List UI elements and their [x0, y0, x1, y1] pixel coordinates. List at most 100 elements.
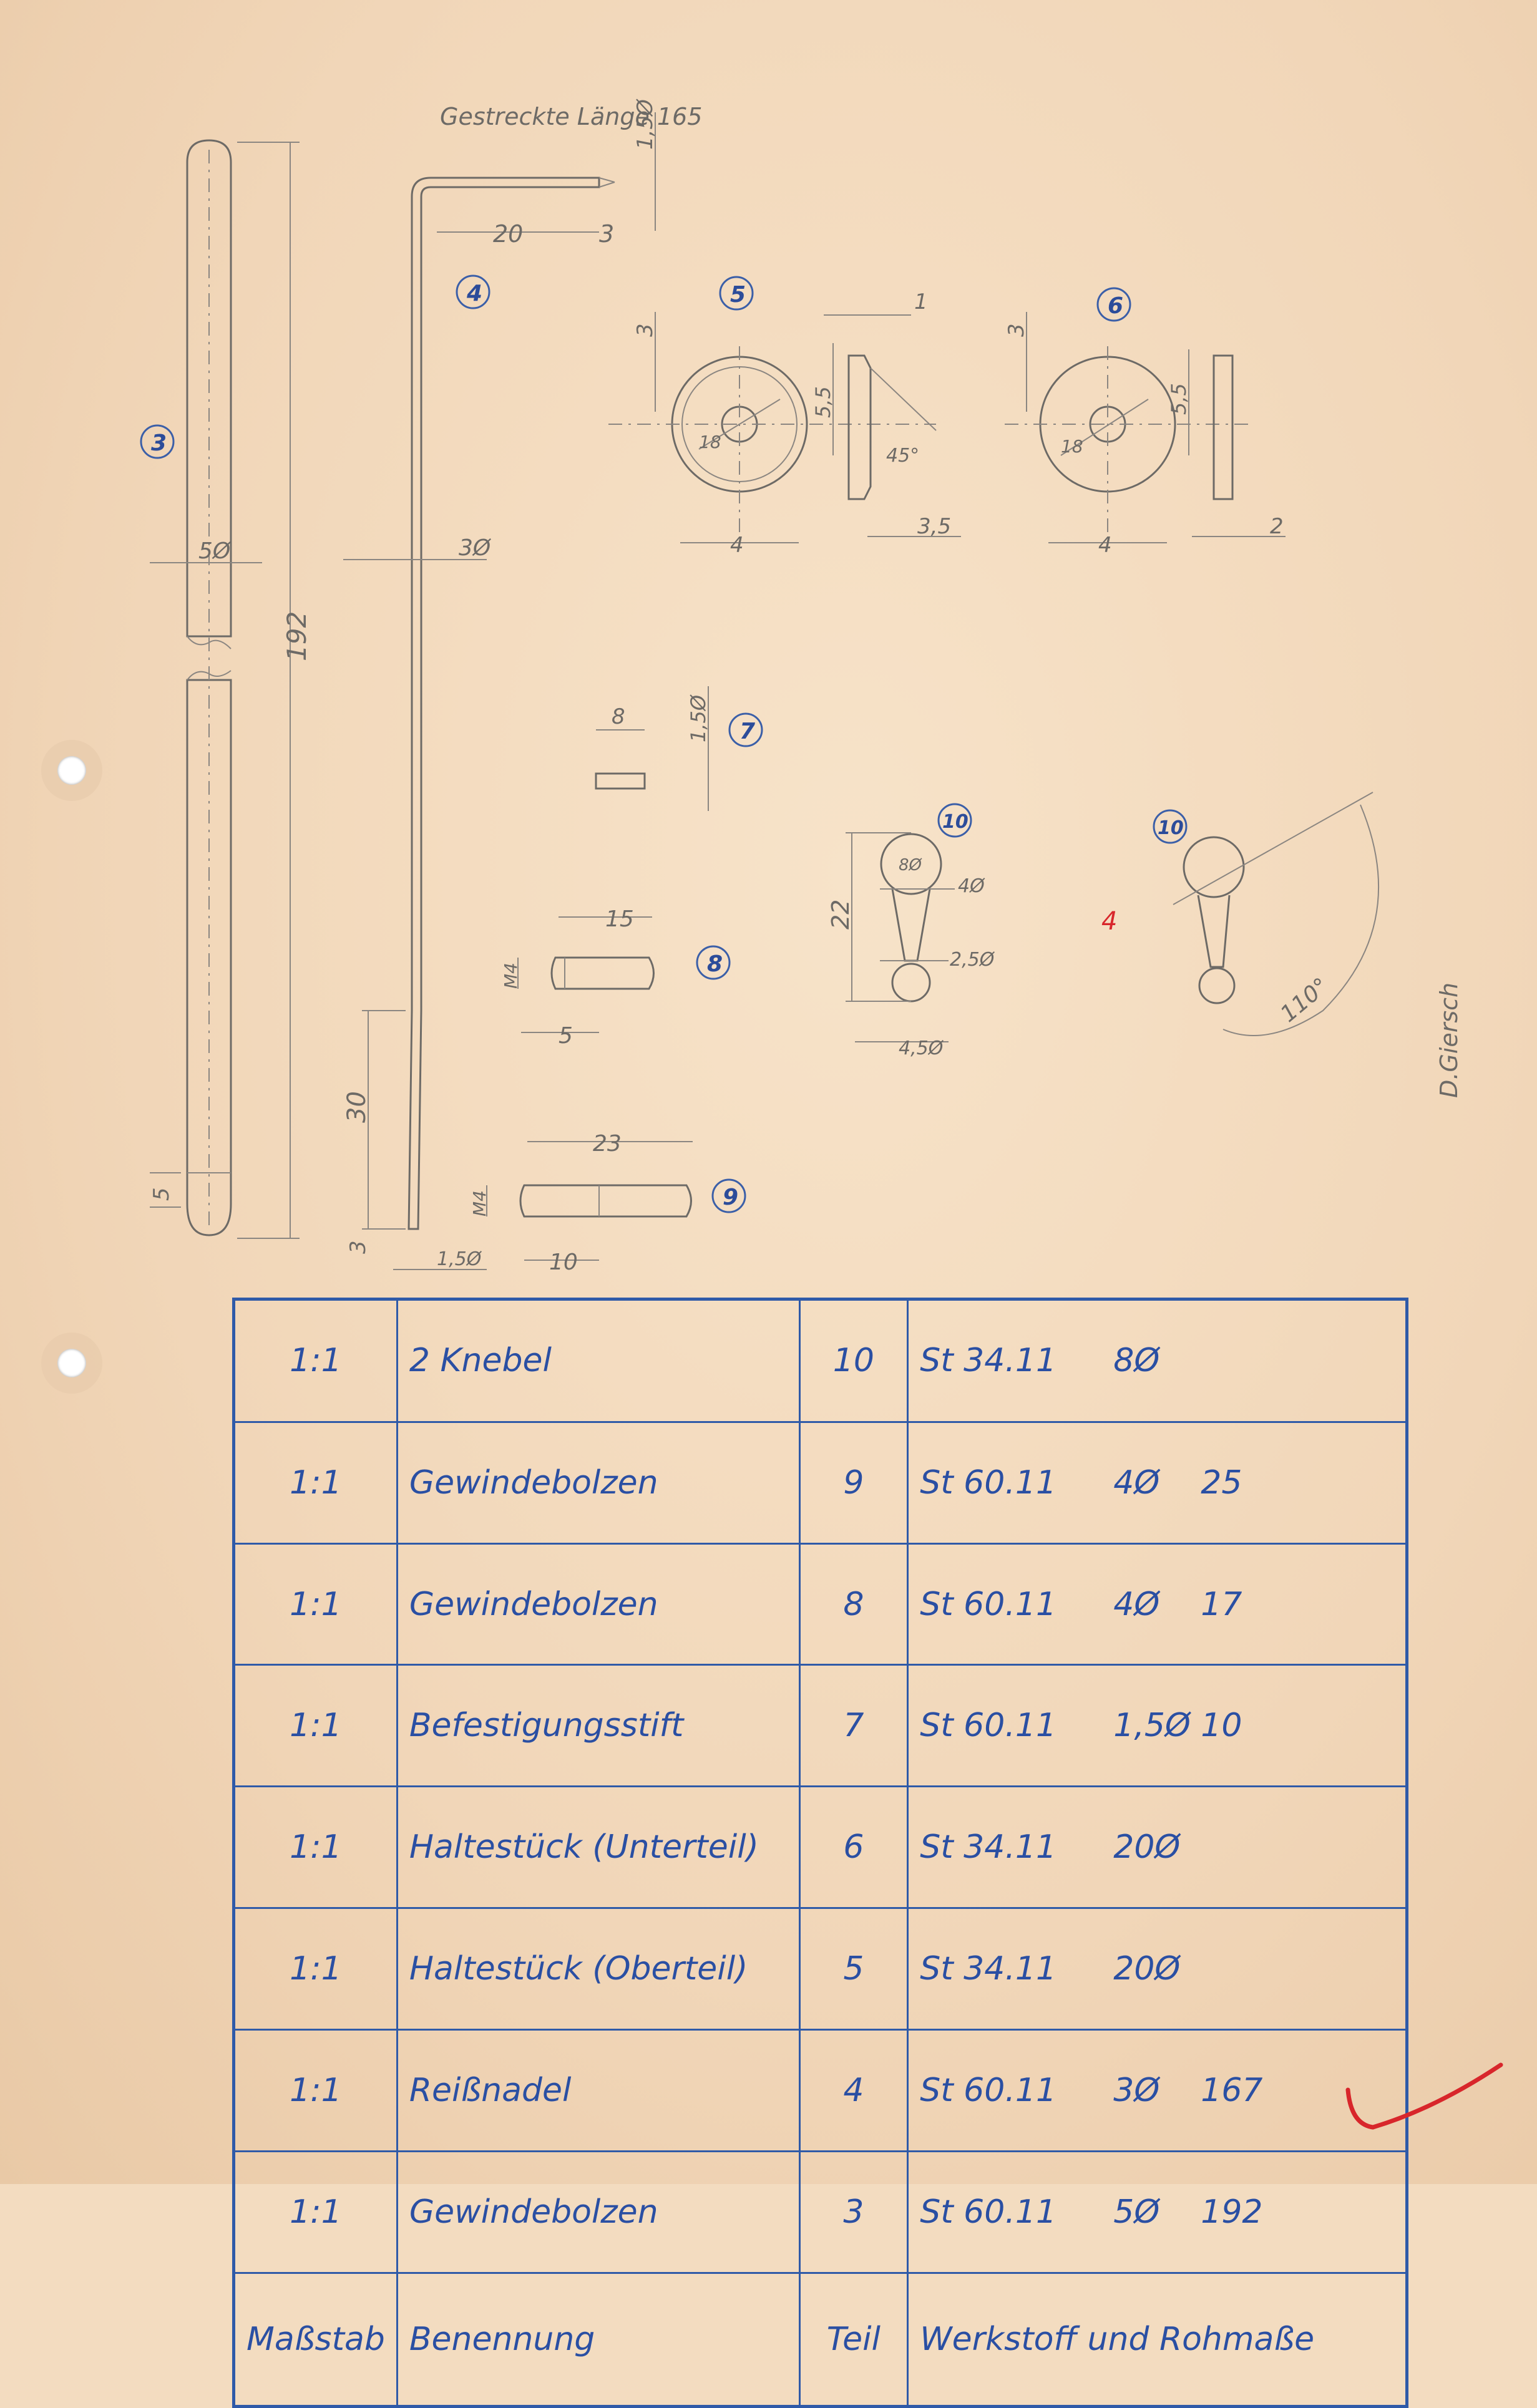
name-cell: Benennung [396, 2272, 801, 2407]
punch-hole-top [57, 756, 86, 785]
material-cell: St 60.11 3Ø 167 [907, 2029, 1408, 2153]
svg-text:5: 5 [730, 282, 746, 308]
scale-cell: 1:1 [233, 1664, 398, 1788]
p10-dim-8: 8Ø [899, 856, 923, 875]
dimension-1: 4Ø [1113, 1464, 1160, 1502]
part-6-drawing: 18 5,5 3 4 2 [1004, 312, 1286, 558]
p10b-dim-4: 4 [1101, 907, 1117, 936]
p9-dim-10: 10 [549, 1250, 578, 1275]
name-cell: Gewindebolzen [396, 1542, 801, 1666]
p9-dim-m4: M4 [469, 1190, 490, 1216]
part-5-drawing: 18 45° 1 5,5 3 4 3,5 [608, 289, 961, 558]
svg-text:10: 10 [1158, 817, 1184, 839]
dimension-2: 17 [1201, 1585, 1242, 1623]
scale-cell: 1:1 [233, 1420, 398, 1545]
name-cell: Gewindebolzen [396, 1420, 801, 1545]
dimension-1: 20Ø [1113, 1828, 1181, 1867]
p6-dim-2: 2 [1270, 514, 1284, 539]
material-value: St 60.11 [920, 2072, 1057, 2110]
p4-dim-1-5-top: 1,5Ø [633, 99, 658, 150]
scale-cell: 1:1 [233, 1907, 398, 2031]
dimension-2: 25 [1201, 1464, 1242, 1502]
material-cell: Werkstoff und Rohmaße [907, 2272, 1408, 2407]
p10-dim-4: 4Ø [958, 875, 985, 897]
dimension-2 [1201, 1342, 1294, 1379]
punch-hole-bottom [57, 1349, 86, 1377]
callout-4: 4 [456, 274, 490, 309]
part-cell: 4 [798, 2029, 909, 2153]
part-8-drawing: 15 M4 5 [500, 906, 655, 1049]
part-10-angled-drawing: 4 110° [1101, 792, 1380, 1036]
p10-dim-22: 22 [827, 900, 854, 930]
dimension-1: 1,5Ø [1113, 1707, 1191, 1745]
p10b-dim-110: 110° [1276, 973, 1334, 1027]
p6-dim-3: 3 [1004, 323, 1029, 337]
dimension-2 [1201, 1828, 1294, 1866]
dimension-1: 5Ø [1113, 2193, 1160, 2231]
part-cell: 10 [798, 1298, 909, 1423]
name-cell: 2 Knebel [396, 1298, 801, 1423]
p4-dim-3-top: 3 [599, 220, 614, 248]
p3-length-label: 192 [281, 611, 312, 661]
svg-text:9: 9 [723, 1185, 738, 1210]
p10-dim-2-5: 2,5Ø [950, 949, 995, 971]
dimension-2 [1201, 1950, 1294, 1988]
scale-cell: Maßstab [233, 2272, 398, 2407]
part-cell: 8 [798, 1542, 909, 1666]
part-cell: 9 [798, 1420, 909, 1545]
p5-dim-18: 18 [699, 432, 721, 452]
technical-drawing: 192 5Ø 5 Gestreckte Länge 165 20 3 1,5Ø … [140, 99, 1380, 1275]
p5-dim-45: 45° [886, 445, 919, 467]
dimension-1: 8Ø [1113, 1342, 1160, 1380]
material-value: St 60.11 [920, 1464, 1057, 1502]
part-cell: 6 [798, 1785, 909, 1910]
material-value: St 34.11 [920, 1950, 1057, 1988]
svg-text:7: 7 [739, 719, 755, 744]
callout-8: 8 [696, 945, 731, 980]
material-value: St 60.11 [920, 1707, 1057, 1745]
part-cell: Teil [798, 2272, 909, 2407]
p4-dia-label: 3Ø [459, 535, 492, 561]
p5-dim-4: 4 [730, 533, 744, 558]
dimension-1: 3Ø [1113, 2072, 1160, 2110]
p9-dim-23: 23 [593, 1131, 622, 1157]
p8-dim-5: 5 [559, 1023, 573, 1049]
p4-dim-20: 20 [493, 220, 523, 248]
scale-cell: 1:1 [233, 1298, 398, 1423]
p4-dim-1-5-tip: 1,5Ø [437, 1248, 482, 1270]
name-cell: Gewindebolzen [396, 2150, 801, 2274]
dimension-2: 192 [1201, 2193, 1263, 2231]
p5-dim-3-5: 3,5 [917, 514, 951, 539]
p5-dim-3: 3 [633, 323, 658, 337]
p4-dim-3-tip: 3 [346, 1240, 371, 1254]
name-cell: Haltestück (Oberteil) [396, 1907, 801, 2031]
part-7-drawing: 8 1,5Ø [595, 686, 710, 811]
dimension-1: 4Ø [1113, 1585, 1160, 1623]
p7-dim-1-5: 1,5Ø [686, 694, 710, 742]
red-check-mark [1345, 2062, 1503, 2130]
callout-9: 9 [711, 1178, 746, 1213]
p8-dim-m4: M4 [500, 963, 521, 989]
material-value: St 34.11 [920, 1828, 1057, 1867]
material-cell: St 60.11 4Ø 25 [907, 1420, 1408, 1545]
svg-text:8: 8 [707, 951, 723, 977]
scale-cell: 1:1 [233, 2029, 398, 2153]
p8-dim-15: 15 [605, 906, 634, 932]
p6-dim-5-5: 5,5 [1167, 383, 1191, 415]
name-cell: Haltestück (Unterteil) [396, 1785, 801, 1910]
part-10-drawing: 22 8Ø 4Ø 2,5Ø 4,5Ø [827, 832, 995, 1059]
material-value: St 60.11 [920, 1585, 1057, 1623]
part-cell: 3 [798, 2150, 909, 2274]
svg-text:3: 3 [151, 430, 167, 456]
part-3-drawing: 192 5Ø 5 [149, 139, 312, 1239]
part-cell: 7 [798, 1664, 909, 1788]
dimension-2: 167 [1201, 2072, 1263, 2110]
